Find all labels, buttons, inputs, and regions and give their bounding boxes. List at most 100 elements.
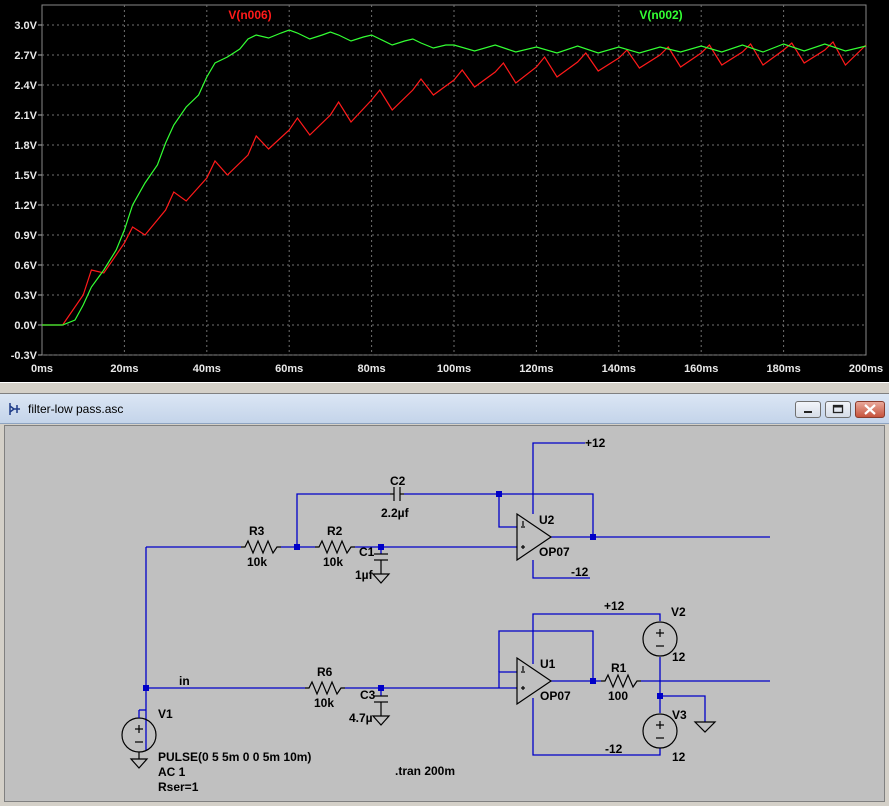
net-label-in: in [179,674,190,688]
trace-vn006 [42,41,867,326]
window-title: filter-low pass.asc [28,402,124,416]
u2-vpos-label: +12 [585,436,606,450]
close-button[interactable] [855,401,885,418]
junction-dot [657,693,663,699]
junction-dot [143,685,149,691]
r6-value: 10k [314,696,334,710]
v3-value: 12 [672,750,686,764]
pane-splitter[interactable] [0,382,889,394]
u1-vpos-label: +12 [604,599,625,613]
v1-pulse-spec: PULSE(0 5 5m 0 0 5m 10m) [158,750,311,764]
junction-dot [496,491,502,497]
c3-label: C3 [360,688,376,702]
x-tick-label: 0ms [31,363,53,375]
maximize-button[interactable] [825,401,851,418]
minimize-button[interactable] [795,401,821,418]
junction-dot [294,544,300,550]
r6-label: R6 [317,665,333,679]
y-tick-label: 1.2V [14,200,37,212]
r1-label: R1 [611,661,627,675]
capacitor-c2[interactable] [390,487,404,501]
u2-vneg-label: -12 [571,565,589,579]
resistor-r3[interactable] [241,539,281,555]
trace-label-v-n002[interactable]: V(n002) [639,8,682,22]
y-tick-label: 0.3V [14,290,37,302]
r3-value: 10k [247,555,267,569]
schematic-canvas[interactable]: C2 2.2µf R3 10k R2 10k C1 1µf [4,425,885,802]
y-tick-label: 0.0V [14,320,37,332]
y-tick-label: 3.0V [14,20,37,32]
y-tick-label: 1.8V [14,140,37,152]
schematic-drawing[interactable]: C2 2.2µf R3 10k R2 10k C1 1µf [5,426,885,802]
x-tick-label: 40ms [193,363,221,375]
capacitor-c1[interactable] [371,553,391,584]
u1-model: OP07 [540,689,571,703]
junction-dot [378,544,384,550]
junction-dot [378,685,384,691]
x-tick-label: 20ms [110,363,138,375]
trace-vn002 [42,29,867,326]
resistor-r6[interactable] [305,680,345,696]
y-tick-label: 2.1V [14,110,37,122]
resistor-r1[interactable] [601,673,641,689]
c2-value: 2.2µf [381,506,410,520]
c3-value: 4.7µ [349,711,373,725]
r3-label: R3 [249,524,265,538]
plot-grid [38,4,867,356]
c1-value: 1µf [355,568,374,582]
x-tick-label: 180ms [766,363,800,375]
r1-value: 100 [608,689,628,703]
junction-dot [590,534,596,540]
x-tick-label: 200ms [849,363,883,375]
minimize-icon [804,411,812,413]
opamp-u1[interactable] [516,656,553,706]
u1-label: U1 [540,657,556,671]
spice-directive[interactable]: .tran 200m [395,764,455,778]
lower-filter-wires [146,613,770,756]
ltspice-opamp-icon [9,403,20,415]
voltage-source-v3[interactable] [642,713,678,749]
c2-label: C2 [390,474,406,488]
waveform-chart[interactable]: 0ms 20ms 40ms 60ms 80ms 100ms 120ms 140ms 160ms 1… [0,0,889,382]
capacitor-c3[interactable] [371,695,391,726]
u2-model: OP07 [539,545,570,559]
waveform-plot-pane[interactable]: 0ms 20ms 40ms 60ms 80ms 100ms 120ms 140ms 160ms 1… [0,0,889,382]
v1-rser-spec: Rser=1 [158,780,199,794]
maximize-icon [832,404,844,414]
v1-ac-spec: AC 1 [158,765,186,779]
v2-value: 12 [672,650,686,664]
axis-tick-labels: 0ms 20ms 40ms 60ms 80ms 100ms 120ms 140ms 160ms 1… [11,20,883,375]
resistor-r2[interactable] [315,539,355,555]
r2-label: R2 [327,524,343,538]
x-tick-label: 120ms [519,363,553,375]
x-tick-label: 100ms [437,363,471,375]
y-tick-label: 2.7V [14,50,37,62]
junction-dot [590,678,596,684]
y-tick-label: 0.9V [14,230,37,242]
y-tick-label: 1.5V [14,170,37,182]
voltage-source-v2[interactable] [642,621,678,657]
c1-label: C1 [359,545,375,559]
opamp-u2[interactable] [516,512,553,562]
voltage-source-v1[interactable] [121,709,157,769]
v1-label: V1 [158,707,173,721]
y-tick-label: 0.6V [14,260,37,272]
v2-label: V2 [671,605,686,619]
y-tick-label: -0.3V [11,350,38,362]
window-title-bar[interactable]: filter-low pass.asc [0,394,889,424]
trace-layer [42,29,867,326]
x-tick-label: 160ms [684,363,718,375]
ground-symbol [693,721,717,733]
upper-filter-wires [145,442,770,751]
u1-vneg-label: -12 [605,742,623,756]
schematic-window: filter-low pass.asc [0,394,889,806]
x-tick-label: 60ms [275,363,303,375]
x-tick-label: 80ms [358,363,386,375]
v3-label: V3 [672,708,687,722]
u2-label: U2 [539,513,555,527]
y-tick-label: 2.4V [14,80,37,92]
trace-label-v-n006[interactable]: V(n006) [228,8,271,22]
close-icon [864,404,876,415]
x-tick-label: 140ms [602,363,636,375]
r2-value: 10k [323,555,343,569]
